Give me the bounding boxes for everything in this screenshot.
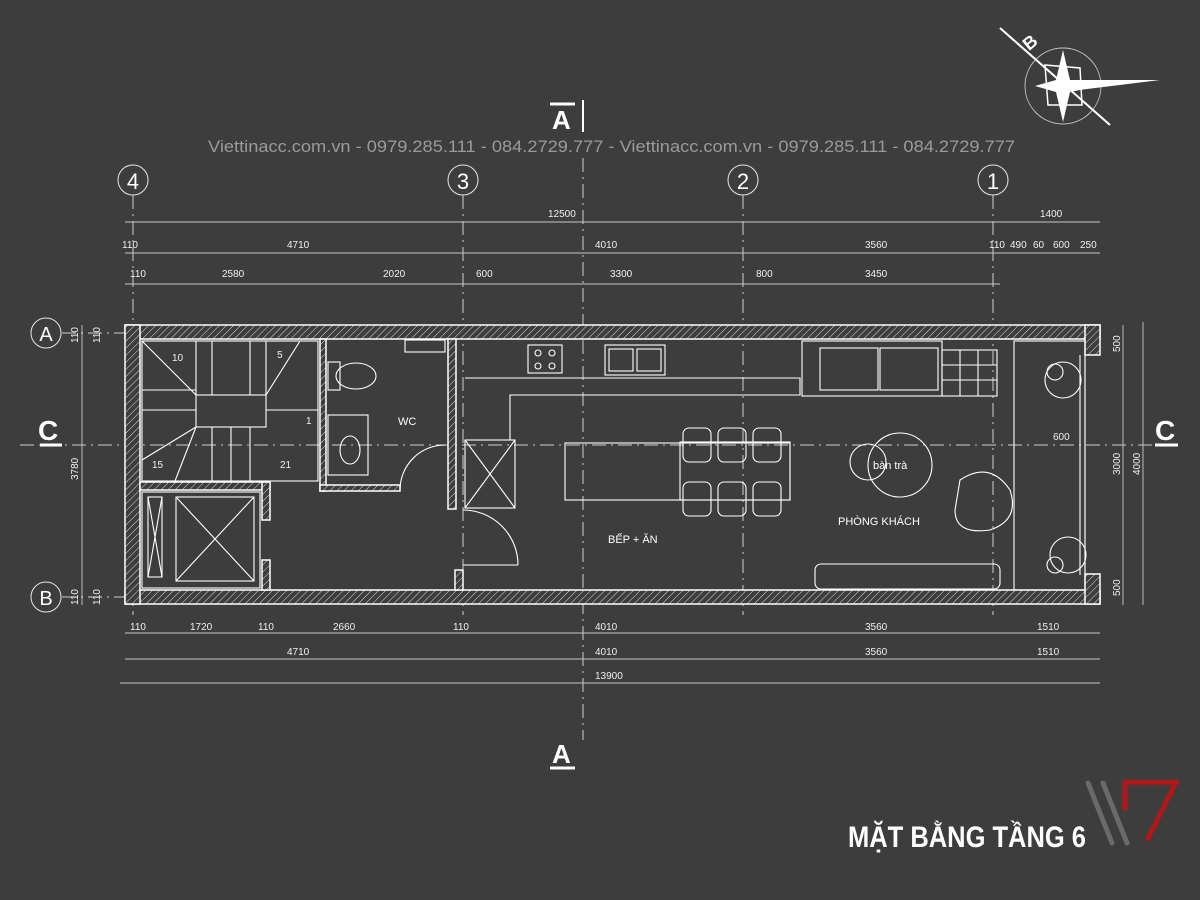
room-label-kitchen: BẾP + ĂN — [608, 533, 658, 546]
dim: 600 — [476, 269, 493, 280]
dim: 4010 — [595, 240, 618, 251]
dim: 4710 — [287, 240, 310, 251]
dim: 110 — [70, 589, 81, 605]
watermark-text: Viettinacc.com.vn - 0979.285.111 - 084.2… — [208, 137, 1015, 156]
dim: 110 — [130, 269, 146, 280]
dim: 3560 — [865, 622, 888, 633]
dim: 110 — [258, 622, 274, 633]
company-logo — [1085, 779, 1181, 846]
staircase: 10 5 1 15 21 — [141, 340, 319, 482]
grid-row-b: B — [39, 588, 52, 610]
dim: 3300 — [610, 269, 633, 280]
bottom-dimensions: 110 1720 110 2660 110 4010 3560 1510 471… — [120, 622, 1100, 684]
dim: 110 — [453, 622, 469, 633]
stair-step-number: 10 — [172, 353, 184, 364]
grid-col-1: 1 — [987, 169, 999, 194]
kitchen-fixtures: BẾP + ĂN — [462, 344, 801, 566]
dim: 500 — [1112, 579, 1123, 596]
dim: 1510 — [1037, 622, 1060, 633]
right-dimensions: 500 3000 4000 500 600 — [1053, 322, 1144, 605]
dim: 600 — [1053, 240, 1070, 251]
dim: 3450 — [865, 269, 888, 280]
dim: 500 — [1112, 335, 1123, 352]
dim: 110 — [92, 327, 103, 343]
grid-col-4: 4 — [127, 169, 139, 194]
dim: 110 — [92, 589, 103, 605]
section-a-bottom: A — [552, 739, 571, 769]
section-a-top: A — [552, 105, 571, 135]
dim: 3560 — [865, 240, 888, 251]
dim: 3560 — [865, 647, 888, 658]
grid-col-3: 3 — [457, 169, 469, 194]
dim: 110 — [122, 240, 138, 251]
dim: 490 — [1010, 240, 1027, 251]
grid-column-bubbles: 4 3 2 1 A B — [30, 164, 1009, 613]
elevator-shaft — [141, 491, 261, 589]
dim: 1510 — [1037, 647, 1060, 658]
north-arrow-icon: B — [999, 27, 1160, 126]
grid-col-2: 2 — [737, 169, 749, 194]
room-label-living: PHÒNG KHÁCH — [838, 515, 920, 528]
dim: 1720 — [190, 622, 213, 633]
dim: 800 — [756, 269, 773, 280]
dim: 110 — [130, 622, 146, 633]
dim: 110 — [989, 240, 1005, 251]
plant-icon — [1044, 361, 1087, 574]
dim: 3780 — [70, 457, 81, 480]
section-markers: A A C C — [38, 100, 1178, 770]
dim: 4710 — [287, 647, 310, 658]
dim: 2020 — [383, 269, 406, 280]
dim: 110 — [70, 327, 81, 343]
dim: 4000 — [1132, 452, 1143, 475]
stair-step-number: 5 — [277, 350, 283, 361]
dim: 4010 — [595, 647, 618, 658]
wc-fixtures: WC — [327, 339, 446, 491]
dim: 600 — [1053, 432, 1070, 443]
dim: 2660 — [333, 622, 356, 633]
compass-label: B — [1019, 31, 1042, 55]
dim: 4010 — [595, 622, 618, 633]
stair-step-number: 15 — [152, 460, 164, 471]
dim-overall-bottom: 13900 — [595, 671, 623, 682]
dim: 3000 — [1112, 452, 1123, 475]
dim: 2580 — [222, 269, 245, 280]
dining-chairs — [682, 427, 782, 517]
living-room-fixtures: bàn trà PHÒNG KHÁCH — [801, 340, 1087, 591]
walls — [124, 324, 1101, 605]
section-c-left: C — [38, 415, 58, 446]
dim-overall-top: 12500 — [548, 209, 576, 220]
room-label-wc: WC — [398, 416, 416, 428]
dim: 60 — [1033, 240, 1045, 251]
left-dimensions: 110 110 3780 110 110 — [70, 325, 103, 605]
dim-balcony: 1400 — [1040, 209, 1063, 220]
grid-row-a: A — [39, 324, 53, 346]
top-dimensions: 12500 1400 110 4710 4010 3560 110 490 60… — [122, 209, 1100, 285]
drawing-title: MẶT BẰNG TẦNG 6 — [848, 820, 1086, 854]
dim: 250 — [1080, 240, 1097, 251]
section-c-right: C — [1155, 415, 1175, 446]
stair-step-number: 21 — [280, 460, 292, 471]
tea-table-label: bàn trà — [873, 460, 908, 472]
stair-step-number: 1 — [306, 416, 312, 427]
